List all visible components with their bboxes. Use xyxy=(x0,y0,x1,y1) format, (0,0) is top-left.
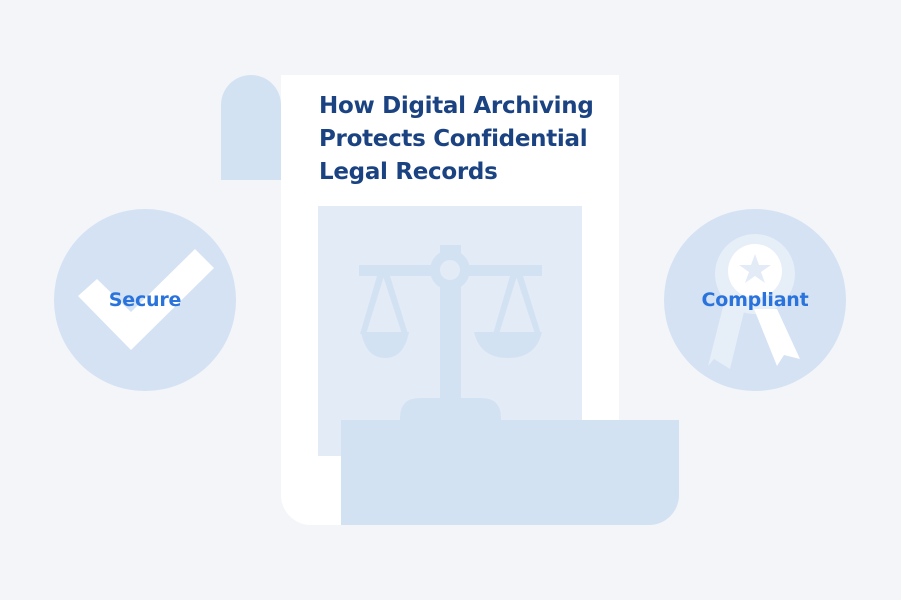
secure-badge: Secure xyxy=(54,209,236,391)
secure-label: Secure xyxy=(108,289,182,311)
checkmark-icon xyxy=(78,249,214,350)
title-line-2: Protects Confidential xyxy=(319,126,588,152)
award-ribbon-icon xyxy=(708,234,800,369)
scroll-top-curl xyxy=(221,75,281,180)
scroll-bottom-curl xyxy=(341,420,679,525)
page-title: How Digital Archiving Protects Confident… xyxy=(319,90,609,189)
title-line-1: How Digital Archiving xyxy=(319,93,594,119)
title-line-3: Legal Records xyxy=(319,159,498,185)
compliant-badge: Compliant xyxy=(664,209,846,391)
compliant-label: Compliant xyxy=(701,289,809,311)
